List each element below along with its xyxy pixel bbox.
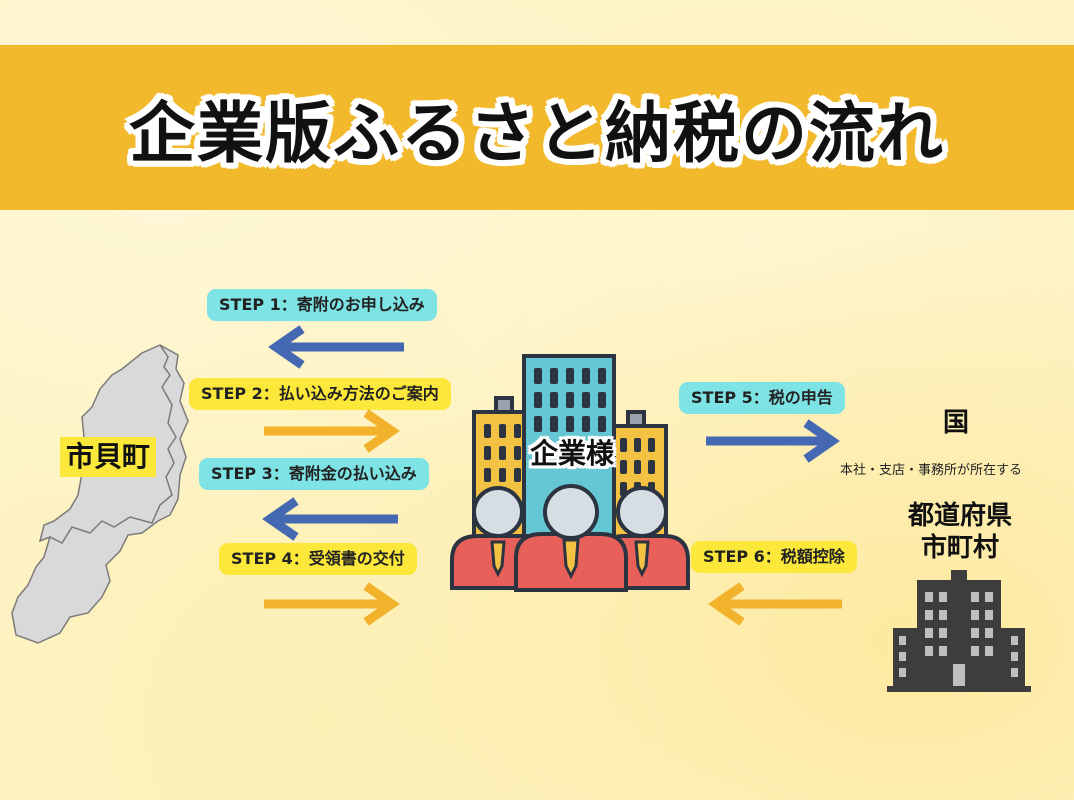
company-label: 企業様: [529, 437, 614, 470]
arrow-left-icon: [708, 582, 842, 626]
town-label: 市貝町: [60, 437, 157, 477]
arrow-right-icon: [706, 419, 840, 463]
government-building-icon: [887, 570, 1031, 692]
step-6-label: STEP 6：税額控除: [691, 541, 857, 573]
country-note: 本社・支店・事務所が所在する: [840, 463, 1023, 478]
step-5-label: STEP 5：税の申告: [679, 382, 845, 414]
arrow-left-icon: [268, 325, 404, 369]
page-title: 企業版ふるさと納税の流れ: [129, 94, 945, 172]
prefecture-label-line1: 都道府県: [907, 501, 1012, 531]
prefecture-label-line2: 市町村: [920, 533, 999, 563]
step-4-label: STEP 4：受領書の交付: [219, 543, 417, 575]
step-3-label: STEP 3：寄附金の払い込み: [199, 458, 429, 490]
arrow-right-icon: [264, 582, 400, 626]
country-label: 国: [942, 408, 969, 438]
arrow-left-icon: [262, 497, 398, 541]
company-building-people-icon: [450, 354, 690, 592]
arrow-right-icon: [264, 409, 400, 453]
title-banner: 企業版ふるさと納税の流れ: [0, 45, 1074, 210]
town-map-icon: [11, 344, 189, 644]
step-2-label: STEP 2：払い込み方法のご案内: [189, 378, 451, 410]
step-1-label: STEP 1：寄附のお申し込み: [207, 289, 437, 321]
